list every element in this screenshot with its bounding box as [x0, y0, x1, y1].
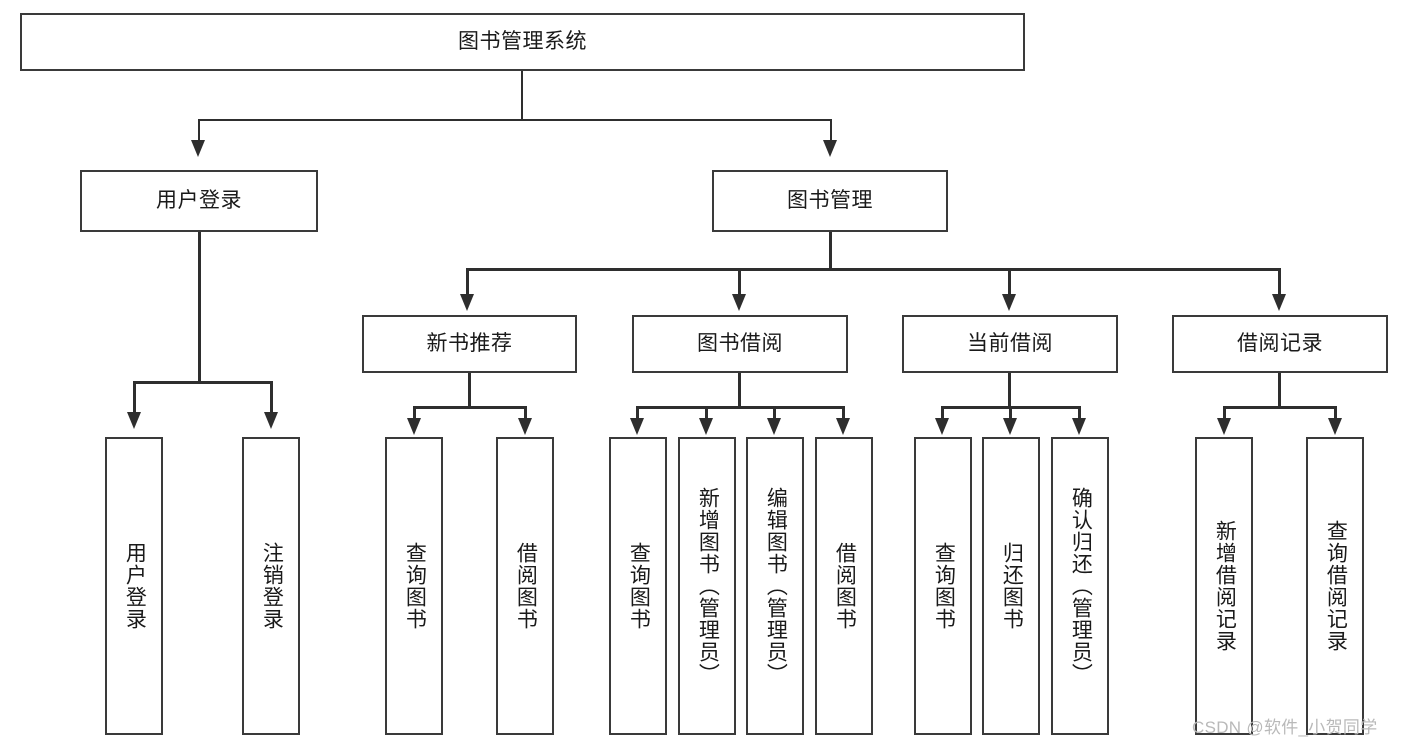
leaf-add-borrow-record[interactable]: 新增借阅记录 [1195, 437, 1253, 735]
connector-level3-drop-3 [1008, 268, 1011, 297]
node-label: 借阅图书 [514, 542, 538, 630]
connector-current-borrow-drop-3 [1078, 406, 1081, 420]
arrow-to-leaf-user-login [127, 412, 141, 429]
connector-book-borrow-drop-2 [705, 406, 708, 420]
arrow-to-leaf-confirm-return [1072, 418, 1086, 435]
connector-root-stem [521, 71, 523, 119]
leaf-add-book-admin[interactable]: 新增图书（管理员） [678, 437, 736, 735]
node-user-login[interactable]: 用户登录 [80, 170, 318, 232]
node-label: 查询图书 [932, 542, 956, 630]
connector-book-borrow-drop-1 [636, 406, 639, 420]
node-label: 借阅记录 [1237, 331, 1323, 355]
arrow-to-leaf-query-book-1 [407, 418, 421, 435]
connector-level3-drop-4 [1278, 268, 1281, 297]
arrow-to-new-book-recommend [460, 294, 474, 311]
connector-new-book-drop-1 [413, 406, 416, 420]
connector-level2-bus [198, 119, 832, 121]
node-label: 查询图书 [627, 542, 651, 630]
node-label: 用户登录 [156, 188, 242, 212]
node-label: 图书管理系统 [458, 29, 587, 53]
arrow-to-book-management [823, 140, 837, 157]
arrow-to-book-borrow [732, 294, 746, 311]
connector-level3-drop-2 [738, 268, 741, 297]
arrow-to-leaf-logout [264, 412, 278, 429]
node-label: 图书借阅 [697, 331, 783, 355]
arrow-to-leaf-add-book [699, 418, 713, 435]
arrow-to-borrow-record [1272, 294, 1286, 311]
leaf-borrow-book[interactable]: 借阅图书 [815, 437, 873, 735]
arrow-to-leaf-borrow-book-2 [836, 418, 850, 435]
connector-borrow-record-drop-1 [1223, 406, 1226, 420]
connector-book-management-stem [829, 232, 832, 270]
arrow-to-leaf-return-book [1003, 418, 1017, 435]
node-label: 新增借阅记录 [1213, 520, 1237, 652]
node-label: 确认归还（管理员） [1069, 487, 1093, 685]
connector-new-book-drop-2 [524, 406, 527, 420]
connector-user-login-stem [198, 232, 201, 382]
node-label: 新增图书（管理员） [696, 487, 720, 685]
node-label: 图书管理 [787, 188, 873, 212]
node-label: 归还图书 [1000, 542, 1024, 630]
connector-user-login-drop-1 [133, 381, 136, 415]
node-current-borrow[interactable]: 当前借阅 [902, 315, 1118, 373]
connector-book-borrow-drop-4 [842, 406, 845, 420]
node-root-book-management-system[interactable]: 图书管理系统 [20, 13, 1025, 71]
connector-current-borrow-drop-2 [1009, 406, 1012, 420]
leaf-borrow-book-recommend[interactable]: 借阅图书 [496, 437, 554, 735]
leaf-query-borrow-record[interactable]: 查询借阅记录 [1306, 437, 1364, 735]
node-label: 编辑图书（管理员） [764, 487, 788, 685]
leaf-logout[interactable]: 注销登录 [242, 437, 300, 735]
connector-book-borrow-stem [738, 373, 741, 409]
node-label: 查询图书 [403, 542, 427, 630]
connector-new-book-stem [468, 373, 471, 409]
node-label: 查询借阅记录 [1324, 520, 1348, 652]
connector-user-login-bus [133, 381, 272, 384]
connector-borrow-record-bus [1223, 406, 1337, 409]
connector-level2-drop-1 [198, 119, 200, 142]
node-label: 当前借阅 [967, 331, 1053, 355]
node-new-book-recommend[interactable]: 新书推荐 [362, 315, 577, 373]
leaf-query-book-borrow[interactable]: 查询图书 [609, 437, 667, 735]
leaf-query-book-recommend[interactable]: 查询图书 [385, 437, 443, 735]
connector-level2-drop-2 [830, 119, 832, 142]
node-label: 注销登录 [260, 542, 284, 630]
arrow-to-current-borrow [1002, 294, 1016, 311]
arrow-to-leaf-query-book-2 [630, 418, 644, 435]
arrow-to-leaf-query-book-3 [935, 418, 949, 435]
arrow-to-leaf-edit-book [767, 418, 781, 435]
node-label: 新书推荐 [426, 331, 513, 355]
watermark-csdn: CSDN @软件_小贺同学 [1192, 718, 1378, 737]
arrow-to-user-login [191, 140, 205, 157]
leaf-return-book[interactable]: 归还图书 [982, 437, 1040, 735]
leaf-edit-book-admin[interactable]: 编辑图书（管理员） [746, 437, 804, 735]
leaf-confirm-return-admin[interactable]: 确认归还（管理员） [1051, 437, 1109, 735]
node-label: 借阅图书 [833, 542, 857, 630]
connector-borrow-record-drop-2 [1334, 406, 1337, 420]
node-borrow-record[interactable]: 借阅记录 [1172, 315, 1388, 373]
connector-borrow-record-stem [1278, 373, 1281, 409]
leaf-query-book-current[interactable]: 查询图书 [914, 437, 972, 735]
arrow-to-leaf-add-borrow-record [1217, 418, 1231, 435]
connector-current-borrow-drop-1 [941, 406, 944, 420]
connector-new-book-bus [413, 406, 527, 409]
node-book-borrow[interactable]: 图书借阅 [632, 315, 848, 373]
leaf-user-login[interactable]: 用户登录 [105, 437, 163, 735]
connector-level3-drop-1 [466, 268, 469, 297]
node-book-management[interactable]: 图书管理 [712, 170, 948, 232]
connector-book-borrow-drop-3 [773, 406, 776, 420]
arrow-to-leaf-query-borrow-record [1328, 418, 1342, 435]
connector-current-borrow-stem [1008, 373, 1011, 409]
node-label: 用户登录 [123, 542, 147, 630]
arrow-to-leaf-borrow-book-1 [518, 418, 532, 435]
connector-level3-bus [466, 268, 1281, 271]
connector-book-borrow-bus [636, 406, 845, 409]
connector-user-login-drop-2 [270, 381, 273, 415]
